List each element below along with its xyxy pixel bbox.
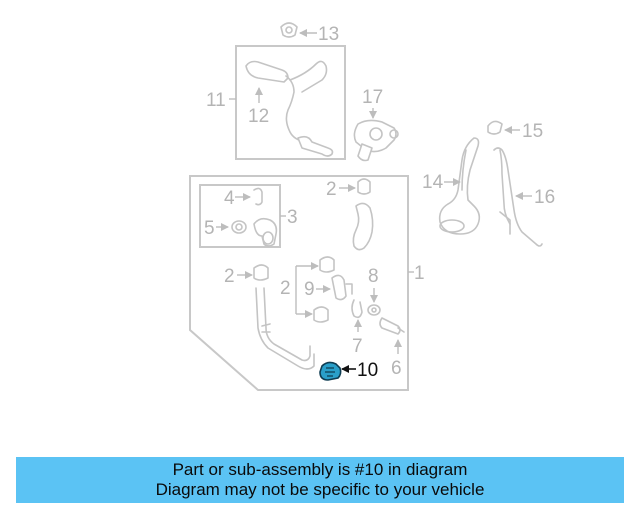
part-2-clamp-c [319,256,335,273]
part-17-pump [353,119,399,162]
callout-2-a: 2 [326,179,337,200]
part-2-clamp-b [253,264,269,281]
part-2-clamp-a [357,178,371,195]
info-banner: Part or sub-assembly is #10 in diagram D… [16,457,624,503]
part-7-clip [351,299,363,319]
callout-5: 5 [204,218,215,239]
callout-17: 17 [362,87,383,108]
callout-10: 10 [357,360,378,381]
group-outline-1 [189,175,409,391]
callout-13: 13 [318,24,339,45]
banner-line-2: Diagram may not be specific to your vehi… [155,480,485,499]
callout-12: 12 [248,106,269,127]
callout-14: 14 [422,172,444,193]
part-9-connector [331,274,353,301]
part-11-breather-hose [245,60,334,157]
part-2-clamp-d [313,306,329,323]
callout-9: 9 [304,279,315,300]
part-15-clip [487,120,503,135]
part-10-highlighted[interactable] [319,361,342,381]
part-3-elbow-fitting [253,217,278,247]
callout-2-c: 2 [280,278,291,299]
part-4-clip [253,187,263,206]
part-5-o-ring [231,220,247,234]
callout-11: 11 [206,90,226,111]
callout-8: 8 [368,266,379,287]
part-hose-upper [352,202,374,251]
callout-2-b: 2 [224,266,235,287]
part-14-coolant-hose [438,137,481,235]
group-box-11 [235,45,346,160]
callout-16: 16 [534,187,555,208]
callout-6: 6 [391,358,402,379]
parts-diagram: 13 11 12 17 15 14 16 1 3 [189,22,555,391]
part-8-seal [367,304,381,316]
callout-3: 3 [287,207,298,228]
callout-15: 15 [522,121,543,142]
part-hose-lower [255,287,315,370]
callout-7: 7 [352,336,363,357]
part-13-clamp [280,22,298,38]
callout-1: 1 [414,263,425,284]
banner-line-1: Part or sub-assembly is #10 in diagram [172,460,468,479]
part-6-sensor [379,317,405,335]
callout-4: 4 [224,188,235,209]
part-16-coolant-pipe [493,147,543,247]
